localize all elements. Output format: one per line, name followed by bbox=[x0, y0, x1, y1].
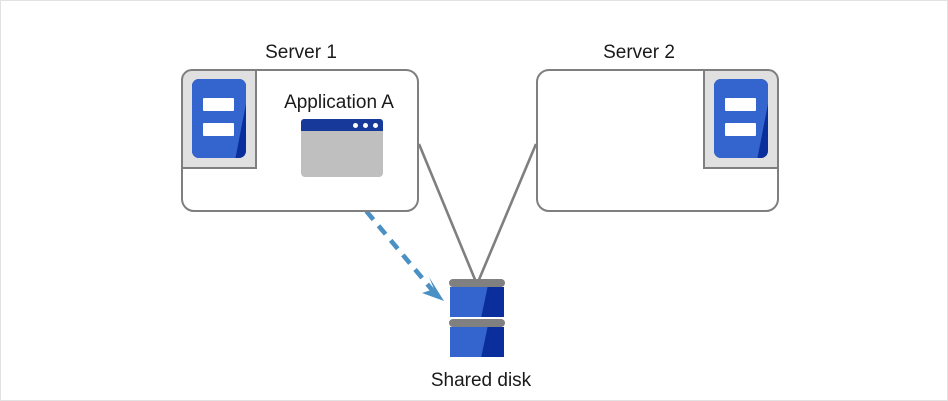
application-label: Application A bbox=[284, 92, 394, 113]
server2-title: Server 2 bbox=[603, 42, 675, 63]
application-window-titlebar bbox=[301, 119, 383, 131]
disk-block-lower bbox=[450, 327, 504, 357]
window-dot-icon bbox=[372, 122, 378, 128]
server-icon bbox=[703, 69, 779, 169]
server-icon-body bbox=[714, 79, 768, 158]
connector-server2-to-disk bbox=[476, 143, 538, 283]
disk-cap-middle bbox=[449, 319, 505, 327]
server-icon-bar-top bbox=[203, 98, 234, 111]
server1-title: Server 1 bbox=[265, 42, 337, 63]
server-icon-bar-bottom bbox=[725, 123, 756, 136]
window-dot-icon bbox=[362, 122, 368, 128]
server-icon-bar-bottom bbox=[203, 123, 234, 136]
connector-server1-to-disk bbox=[417, 143, 478, 283]
disk-cap-top bbox=[449, 279, 505, 287]
server-icon-bar-top bbox=[725, 98, 756, 111]
application-window-icon[interactable] bbox=[301, 119, 383, 177]
database-disk-icon[interactable] bbox=[449, 279, 505, 361]
server-icon-body bbox=[192, 79, 246, 158]
application-window-body bbox=[301, 131, 383, 177]
server-icon bbox=[181, 69, 257, 169]
shared-disk-label: Shared disk bbox=[430, 370, 532, 391]
disk-block-upper bbox=[450, 287, 504, 317]
window-dot-icon bbox=[352, 122, 358, 128]
